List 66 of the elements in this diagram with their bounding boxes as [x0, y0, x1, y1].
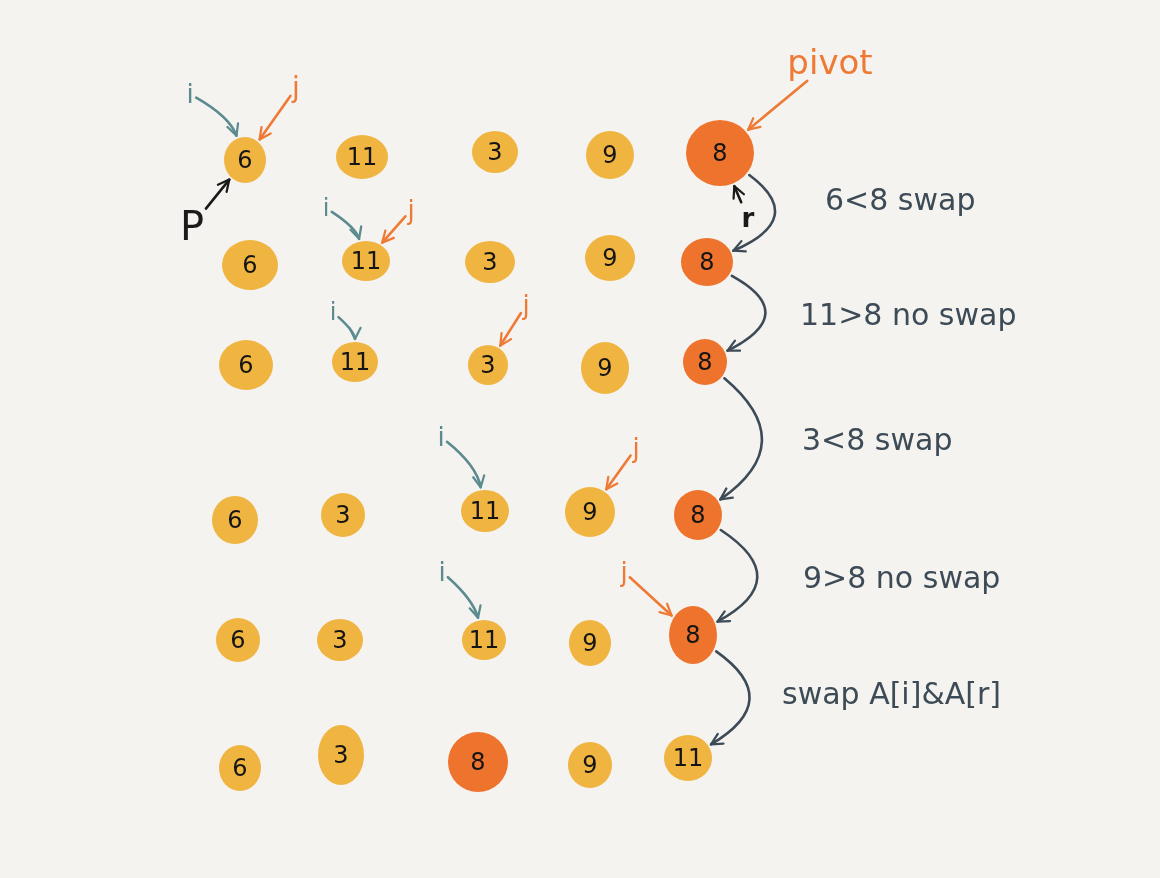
- pointer-arrow: [732, 184, 745, 204]
- number-circle: 11: [461, 490, 509, 532]
- number-circle: 9: [569, 620, 611, 666]
- pointer-label: i: [329, 300, 337, 324]
- pointer-arrow: [446, 575, 482, 619]
- pointer-label: j: [407, 197, 415, 223]
- number-circle: 11: [342, 241, 390, 281]
- step-arrow: [716, 528, 759, 623]
- edge-label: 6<8 swap: [825, 185, 976, 215]
- pointer-arrow: [330, 210, 362, 241]
- number-circle: 8: [686, 120, 754, 186]
- number-circle: 8: [448, 732, 508, 792]
- pointer-arrow: [605, 454, 632, 491]
- number-circle: 6: [219, 340, 273, 390]
- pointer-label: j: [632, 435, 640, 461]
- pointer-label: j: [292, 74, 300, 102]
- pointer-arrow: [194, 96, 239, 137]
- number-circle: 11: [462, 620, 506, 660]
- pointer-label: j: [522, 292, 530, 318]
- pointer-arrow: [380, 215, 407, 244]
- pointer-label: r: [741, 205, 755, 231]
- number-circle: 6: [219, 745, 261, 791]
- number-circle: 9: [568, 742, 612, 788]
- number-circle: 6: [212, 496, 258, 544]
- number-circle: 8: [683, 339, 727, 385]
- number-circle: 8: [669, 606, 717, 664]
- number-circle: 9: [586, 131, 634, 179]
- pointer-arrow: [499, 311, 523, 347]
- number-circle: 9: [565, 487, 615, 537]
- pointer-arrow: [337, 315, 361, 341]
- pointer-label: i: [322, 196, 330, 220]
- pointer-label: P: [179, 206, 205, 246]
- edge-label: swap A[i]&A[r]: [782, 679, 1002, 709]
- step-arrow: [726, 274, 767, 352]
- number-circle: 3: [465, 241, 515, 283]
- pointer-arrow: [204, 178, 231, 210]
- pointer-label: i: [438, 559, 446, 585]
- pointer-arrow: [628, 576, 673, 617]
- number-circle: 6: [224, 137, 266, 183]
- step-arrow: [709, 650, 751, 746]
- number-circle: 11: [336, 135, 388, 179]
- pointer-label: pivot: [787, 45, 873, 79]
- number-circle: 3: [468, 345, 508, 385]
- pointer-arrow: [445, 440, 485, 489]
- edge-label: 9>8 no swap: [803, 563, 1001, 593]
- pointer-label: i: [437, 424, 445, 450]
- number-circle: 6: [216, 618, 260, 662]
- pointer-label: j: [620, 559, 628, 585]
- number-circle: 3: [321, 493, 365, 537]
- edge-label: 11>8 no swap: [800, 300, 1017, 330]
- pointer-label: i: [186, 81, 194, 107]
- number-circle: 3: [318, 725, 364, 785]
- number-circle: 3: [317, 619, 363, 661]
- number-circle: 9: [581, 342, 629, 394]
- number-circle: 9: [585, 235, 635, 281]
- pointer-arrow: [746, 79, 809, 131]
- number-circle: 6: [222, 240, 278, 290]
- pointer-arrow: [258, 94, 292, 141]
- number-circle: 11: [664, 735, 712, 781]
- number-circle: 3: [472, 131, 518, 173]
- step-arrow: [719, 377, 764, 501]
- number-circle: 8: [674, 490, 722, 540]
- edge-label: 3<8 swap: [802, 425, 953, 455]
- number-circle: 11: [332, 342, 378, 382]
- step-arrow: [732, 173, 777, 253]
- number-circle: 8: [681, 238, 733, 286]
